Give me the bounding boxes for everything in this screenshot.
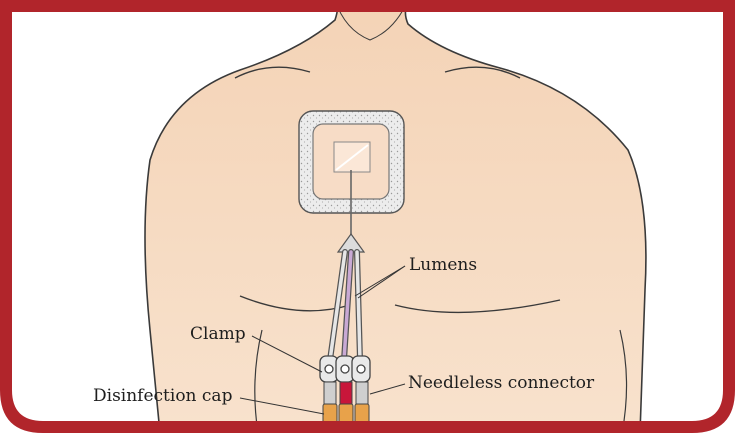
connector-right [356, 382, 368, 404]
label-clamp: Clamp [190, 326, 246, 343]
label-lumens: Lumens [409, 257, 477, 274]
connector-center [340, 382, 352, 404]
clamp-group [320, 356, 370, 382]
label-disinfection-cap: Disinfection cap [93, 388, 232, 405]
torso [145, 0, 646, 433]
connector-left [324, 382, 336, 404]
label-needleless-connector: Needleless connector [408, 375, 594, 392]
